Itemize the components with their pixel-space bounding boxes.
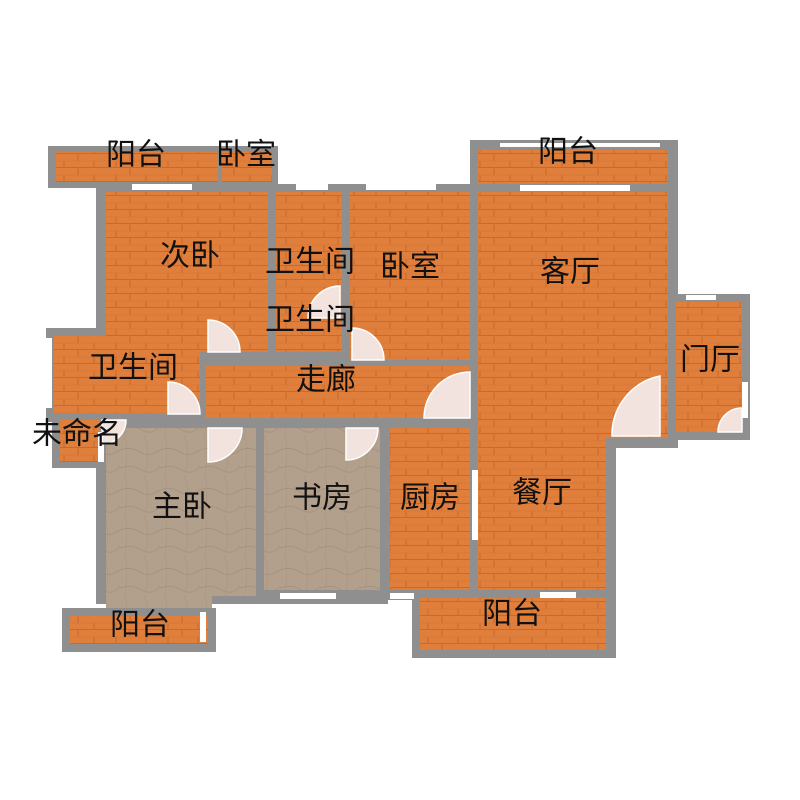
room-floor-kitchen (390, 428, 470, 590)
room-floor-second-bedroom (106, 192, 268, 352)
label-foyer: 门厅 (680, 343, 740, 378)
room-floor-unnamed (60, 420, 100, 462)
room-floor-balcony-sw (70, 616, 208, 644)
label-living-room: 客厅 (540, 255, 600, 290)
label-bedroom-c: 卧室 (380, 250, 440, 285)
room-floor-balcony-nw (56, 152, 218, 182)
door-master-bedroom (207, 427, 243, 463)
door-second-bedroom (207, 319, 241, 353)
door-unnamed (101, 419, 127, 445)
label-corridor: 走廊 (296, 363, 356, 398)
label-balcony-ne: 阳台 (538, 135, 598, 170)
room-floor-balcony-s (420, 598, 606, 650)
label-master-bedroom: 主卧 (152, 490, 212, 525)
room-floor-bedroom-c (350, 192, 470, 360)
label-bathroom-a: 卫生间 (265, 245, 355, 280)
label-balcony-nw: 阳台 (106, 138, 166, 173)
door-foyer-living (611, 375, 661, 437)
doors (101, 285, 743, 463)
label-unnamed: 未命名 (32, 417, 122, 452)
room-labels: 阳台 卧室 阳台 次卧 卫生间 卧室 客厅 卫生间 卫生间 走廊 门厅 未命名 … (32, 135, 740, 643)
room-floor-dining-room (478, 438, 606, 590)
door-foyer-entry (717, 407, 743, 433)
door-bathroom-w (167, 381, 201, 415)
door-study (345, 427, 379, 461)
label-kitchen: 厨房 (400, 481, 460, 516)
room-floor-bedroom-n (222, 152, 272, 182)
room-floor-master-bedroom (106, 428, 256, 596)
label-balcony-s: 阳台 (482, 597, 542, 632)
room-floor-master-balcony-link (106, 596, 212, 608)
windows (46, 143, 748, 642)
room-floor-balcony-ne (478, 150, 668, 184)
label-bathroom-w: 卫生间 (88, 351, 178, 386)
room-floor-bathroom-a (276, 192, 342, 352)
label-balcony-sw: 阳台 (110, 608, 170, 643)
label-bedroom-n: 卧室 (216, 138, 276, 173)
door-bedroom-c (351, 327, 385, 361)
door-bathroom-a (307, 285, 341, 319)
label-dining-room: 餐厅 (512, 476, 572, 511)
label-study: 书房 (292, 481, 352, 516)
door-corridor-living (423, 371, 471, 419)
label-bathroom-b: 卫生间 (265, 303, 355, 338)
label-second-bedroom: 次卧 (160, 239, 220, 274)
